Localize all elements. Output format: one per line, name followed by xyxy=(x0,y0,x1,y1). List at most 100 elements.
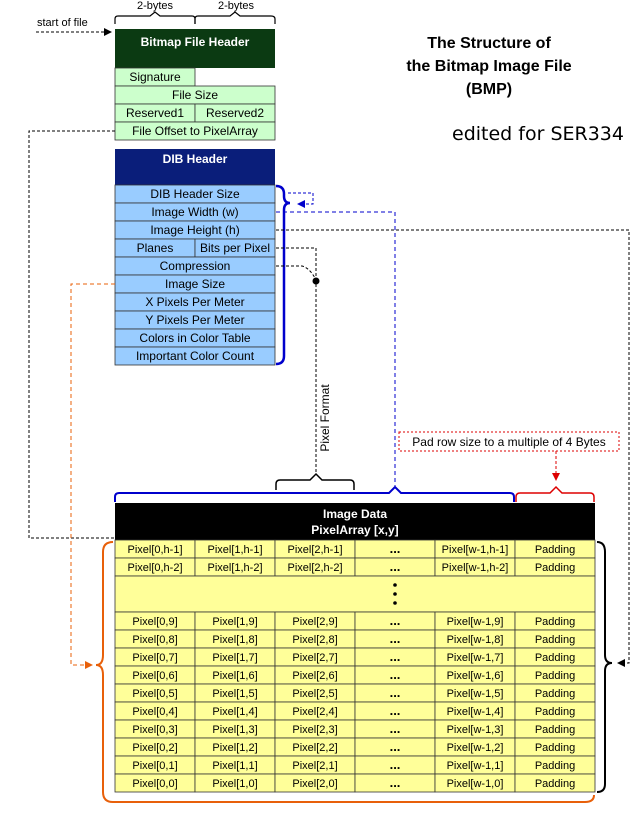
header-size-arrow xyxy=(288,192,314,208)
pixel-label: ... xyxy=(390,559,401,574)
pixel-label: Pixel[1,6] xyxy=(212,670,257,682)
pixel-label: Pixel[0,h-2] xyxy=(127,562,182,574)
pixel-label: ... xyxy=(390,757,401,772)
title-line-2: the Bitmap Image File xyxy=(406,58,571,75)
image-width-label: Image Width (w) xyxy=(151,205,238,219)
pixel-label: Pixel[1,9] xyxy=(212,616,257,628)
padding-brace xyxy=(515,485,595,502)
byte-brace-1 xyxy=(114,11,196,24)
pixel-label: Pixel[2,2] xyxy=(292,742,337,754)
pixel-label: Pixel[2,3] xyxy=(292,724,337,736)
pixel-label: Pixel[2,5] xyxy=(292,688,337,700)
pixel-label: Pixel[2,9] xyxy=(292,616,337,628)
rows-brace-right xyxy=(596,541,613,793)
pixel-label: Pixel[w-1,h-2] xyxy=(442,562,509,574)
pixel-label: Pixel[1,h-2] xyxy=(207,562,262,574)
padding-label: Padding xyxy=(535,724,575,736)
bits-per-pixel-label: Bits per Pixel xyxy=(200,241,270,255)
important-label: Important Color Count xyxy=(136,349,255,363)
pixel-label: Pixel[1,h-1] xyxy=(207,544,262,556)
pixel-label: Pixel[2,h-2] xyxy=(287,562,342,574)
pixel-label: Pixel[2,0] xyxy=(292,778,337,790)
image-data-title-1: Image Data xyxy=(323,507,387,521)
signature-label: Signature xyxy=(129,70,181,84)
pixel-label: ... xyxy=(390,649,401,664)
edited-note: edited for SER334 xyxy=(452,123,624,145)
reserved2-label: Reserved2 xyxy=(206,106,264,120)
image-size-to-array-arrow xyxy=(70,283,115,669)
rows-ellipsis-dot xyxy=(393,583,397,587)
pixel-label: Pixel[0,4] xyxy=(132,706,177,718)
padding-label: Padding xyxy=(535,742,575,754)
dib-header-title: DIB Header xyxy=(163,152,228,166)
pixel-label: Pixel[2,8] xyxy=(292,634,337,646)
pixel-label: Pixel[1,8] xyxy=(212,634,257,646)
pixel-format-junction xyxy=(312,277,320,285)
pixel-label: Pixel[w-1,0] xyxy=(447,778,504,790)
pixel-label: Pixel[0,8] xyxy=(132,634,177,646)
pad-note-text: Pad row size to a multiple of 4 Bytes xyxy=(412,435,605,449)
rows-ellipsis-dot xyxy=(393,601,397,605)
file-header-title-box xyxy=(115,29,275,68)
image-width-brace xyxy=(114,485,515,502)
pixel-label: Pixel[2,4] xyxy=(292,706,337,718)
pixel-label: Pixel[1,4] xyxy=(212,706,257,718)
byte-label-2: 2-bytes xyxy=(218,0,255,12)
pixel-label: Pixel[w-1,6] xyxy=(447,670,504,682)
padding-label: Padding xyxy=(535,634,575,646)
padding-label: Padding xyxy=(535,670,575,682)
pad-note-box xyxy=(398,431,620,452)
pixel-label: Pixel[2,1] xyxy=(292,760,337,772)
height-to-rows-arrow xyxy=(276,229,630,667)
byte-brace-2 xyxy=(194,11,276,24)
pixel-label: Pixel[w-1,2] xyxy=(447,742,504,754)
pixel-label: Pixel[0,2] xyxy=(132,742,177,754)
dib-fields: DIB Header Size Image Width (w) Image He… xyxy=(114,184,276,366)
pixel-label: Pixel[0,5] xyxy=(132,688,177,700)
pixel-label: Pixel[0,h-1] xyxy=(127,544,182,556)
colors-label: Colors in Color Table xyxy=(139,331,250,345)
pixel-label: Pixel[0,9] xyxy=(132,616,177,628)
pixel-label: ... xyxy=(390,541,401,556)
pixel-label: Pixel[2,h-1] xyxy=(287,544,342,556)
planes-label: Planes xyxy=(137,241,174,255)
title-line-3: (BMP) xyxy=(466,81,512,98)
important-cell xyxy=(114,346,276,366)
pixel-cell xyxy=(514,773,596,793)
padding-label: Padding xyxy=(535,616,575,628)
pixel-label: Pixel[1,0] xyxy=(212,778,257,790)
pixel-label: Pixel[0,6] xyxy=(132,670,177,682)
image-data-title-2: PixelArray [x,y] xyxy=(311,523,398,537)
padding-label: Padding xyxy=(535,706,575,718)
pixel-label: Pixel[w-1,3] xyxy=(447,724,504,736)
pixel-label: Pixel[w-1,8] xyxy=(447,634,504,646)
pixel-label: Pixel[1,3] xyxy=(212,724,257,736)
width-to-image-arrow xyxy=(276,211,396,487)
padding-label: Padding xyxy=(535,688,575,700)
dib-header-size-label: DIB Header Size xyxy=(150,187,240,201)
reserved1-label: Reserved1 xyxy=(126,106,184,120)
bpp-to-pixel-format xyxy=(276,247,317,280)
pixel-label: Pixel[1,7] xyxy=(212,652,257,664)
compression-label: Compression xyxy=(160,259,231,273)
pixel-label: Pixel[0,3] xyxy=(132,724,177,736)
pixel-label: Pixel[w-1,h-1] xyxy=(442,544,509,556)
pixel-label: ... xyxy=(390,721,401,736)
image-data-title-box xyxy=(115,503,595,540)
byte-label-1: 2-bytes xyxy=(137,0,174,12)
pixel-label: Pixel[w-1,1] xyxy=(447,760,504,772)
padding-label: Padding xyxy=(535,652,575,664)
rows-brace-bottom xyxy=(113,794,595,803)
pixel-array-grid: Pixel[0,h-1] Pixel[1,h-1] Pixel[2,h-1]... P… xyxy=(114,539,596,793)
dib-header-title-box xyxy=(115,149,275,185)
pixel-label: Pixel[1,1] xyxy=(212,760,257,772)
pixel-format-label: Pixel Format xyxy=(318,384,332,452)
pixel-offset-label: File Offset to PixelArray xyxy=(132,124,258,138)
pixel-label: Pixel[0,1] xyxy=(132,760,177,772)
pixel-label: Pixel[w-1,9] xyxy=(447,616,504,628)
rows-ellipsis-dot xyxy=(393,592,397,596)
y-ppm-label: Y Pixels Per Meter xyxy=(145,313,244,327)
pixel-label: Pixel[2,7] xyxy=(292,652,337,664)
pixel-label: Pixel[w-1,5] xyxy=(447,688,504,700)
